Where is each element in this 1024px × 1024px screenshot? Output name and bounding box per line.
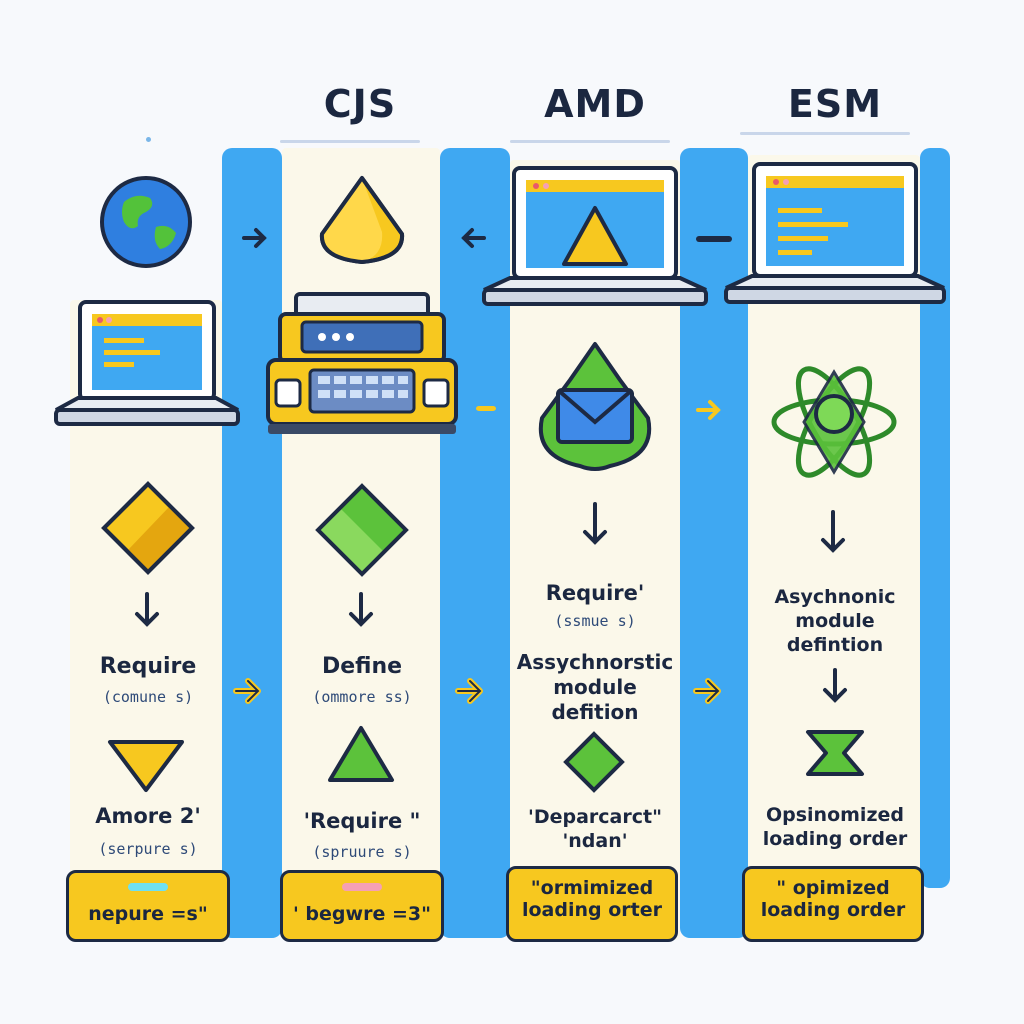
col2-sublabel-2: (spruure s): [312, 843, 412, 861]
laptop-icon: [52, 292, 242, 442]
atom-icon: [764, 352, 904, 492]
envelope-icon: [530, 340, 660, 476]
blue-band-mid: [440, 148, 510, 938]
col2-sublabel-1: (ommore ss): [312, 688, 412, 706]
arrow-down-icon: [818, 508, 848, 556]
col1-label-2: Amore 2': [95, 804, 201, 828]
col1-footer-text: nepure =s": [88, 903, 208, 925]
col1-sublabel-2: (serpure s): [98, 840, 198, 858]
col2-label-1: Define: [321, 654, 403, 679]
hourglass-icon: [804, 728, 866, 778]
arrow-right-icon: [232, 676, 266, 706]
blue-band-far-right: [920, 148, 950, 888]
globe-icon: [96, 172, 196, 272]
arrow-right-icon: [692, 676, 726, 706]
printer-icon: [262, 290, 462, 440]
arrow-left-icon: [458, 226, 488, 250]
arrow-down-icon: [580, 500, 610, 548]
col2-footer-text: ' begwre =3": [293, 903, 431, 925]
arrow-down-icon: [132, 590, 162, 630]
header-underline-amd: [510, 140, 670, 143]
col3-footer-text: "ormimized loading orter: [521, 877, 662, 921]
blue-band-left: [222, 148, 282, 938]
header-amd: AMD: [544, 82, 646, 126]
dash-icon: [474, 404, 498, 414]
header-underline-esm: [740, 132, 910, 135]
triangle-icon: [104, 736, 188, 796]
arrow-right-icon: [240, 226, 270, 250]
dot-marker: [146, 137, 151, 142]
col3-footer: "ormimized loading orter: [506, 866, 678, 942]
header-cjs: CJS: [323, 82, 397, 126]
col4-label-2: Opsinomized loading order: [762, 804, 908, 850]
blue-band-right: [680, 148, 748, 938]
col1-label-1: Require: [99, 654, 197, 679]
arrow-down-icon: [820, 666, 850, 706]
laptop-code-icon: [722, 160, 948, 310]
col1-footer: nepure =s": [66, 870, 230, 942]
triangle-green-icon: [326, 724, 396, 784]
col4-footer: " opimized loading order: [742, 866, 924, 942]
arrow-down-icon: [346, 590, 376, 630]
col3-sublabel-1: (ssmue s): [554, 612, 636, 630]
cone-icon: [312, 172, 412, 272]
col3-label-3: 'Deparcarct" 'ndan': [528, 806, 662, 852]
col3-label-2: Assychnorstic module defition: [516, 650, 674, 724]
laptop-warning-icon: [480, 164, 710, 314]
arrow-right-icon: [694, 398, 724, 422]
col4-label-1: Asychnonic module defintion: [774, 586, 896, 656]
col1-sublabel-1: (comune s): [102, 688, 194, 706]
diamond-small-icon: [562, 730, 626, 794]
col4-footer-text: " opimized loading order: [760, 877, 906, 921]
col3-label-1: Require': [545, 581, 645, 605]
arrow-right-icon: [454, 676, 488, 706]
diamond-icon: [98, 478, 198, 578]
col2-label-2: 'Require ": [303, 809, 421, 833]
header-esm: ESM: [787, 82, 883, 126]
dash-icon: [694, 234, 734, 244]
col2-footer: ' begwre =3": [280, 870, 444, 942]
header-underline-cjs: [280, 140, 420, 143]
diamond-green-icon: [312, 480, 412, 580]
